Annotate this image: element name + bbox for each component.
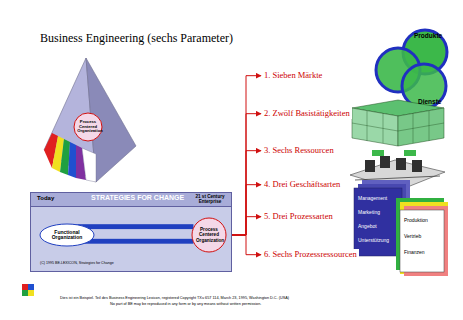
outline (192, 218, 226, 252)
node-inner: Process Centered Organization (73, 112, 103, 142)
parameter-label: 1. Sieben Märkte (262, 70, 324, 81)
connector (227, 76, 261, 235)
panel-heading: 21 st Century Enterprise (191, 194, 229, 204)
parameter-text: 4. Drei Geschäftsarten (264, 180, 340, 189)
connector (227, 185, 261, 235)
parameter-text: 5. Drei Prozessarten (264, 212, 333, 221)
label-text: Produktion (404, 218, 428, 224)
label-text: Dies ist ein Beispiel. Teil des Business… (60, 296, 289, 300)
panel-heading: Today (37, 195, 54, 202)
logo (22, 284, 34, 296)
label-text: Management (358, 196, 387, 202)
organization-oval: Functional Organization (39, 223, 95, 247)
label-text: Angebot (358, 224, 377, 230)
parameter-text: 2. Zwölf Basistätigkeiten (264, 109, 350, 118)
parameter-label: 3. Sechs Ressourcen (262, 145, 336, 156)
parameter-label: 6. Sechs Prozessressourcen (262, 249, 359, 260)
label-text: Dienste (418, 98, 441, 105)
label-text: Vertrieb (404, 234, 421, 240)
parameter-text: 1. Sieben Märkte (264, 71, 322, 80)
pyramid (44, 58, 136, 182)
node-inner: Functional Organization (39, 223, 95, 247)
outline (40, 224, 94, 246)
connector (227, 235, 261, 255)
label-text: (C) 1995 BE-LEXICON, Strategies for Chan… (40, 262, 114, 266)
parameter-text: 3. Sechs Ressourcen (264, 146, 334, 155)
label-text: Marketing (358, 210, 380, 216)
node-text: Process Centered Organization (77, 120, 99, 134)
parameter-text: 6. Sechs Prozessressourcen (264, 250, 357, 259)
organization-circle: Process Centered Organization (73, 112, 103, 142)
panel-heading: STRATEGIES FOR CHANGE (91, 194, 184, 202)
parameter-label: 2. Zwölf Basistätigkeiten (262, 108, 352, 119)
connector (227, 217, 261, 235)
connector (227, 151, 261, 235)
grid-icon (352, 100, 444, 146)
organization-circle: Process Centered Organization (191, 217, 227, 253)
card-stack (354, 180, 448, 276)
diagram-title: Business Engineering (sechs Parameter) (40, 32, 233, 45)
node-text: Process Centered Organization (196, 227, 222, 242)
label-text: Produkte (414, 32, 442, 39)
node-inner: Process Centered Organization (191, 217, 227, 253)
node-text: Functional Organization (47, 230, 87, 241)
parameter-label: 4. Drei Geschäftsarten (262, 179, 342, 190)
label-text: No part of BE may be reproduced in any f… (110, 302, 261, 306)
label-text: Finanzen (404, 250, 425, 256)
label-text: Unterstützung (358, 238, 389, 244)
connector (227, 114, 261, 235)
parameter-label: 5. Drei Prozessarten (262, 211, 335, 222)
strategy-panel: Today STRATEGIES FOR CHANGE 21 st Century … (30, 192, 232, 272)
outline (74, 113, 102, 141)
venn-icon (376, 30, 447, 108)
